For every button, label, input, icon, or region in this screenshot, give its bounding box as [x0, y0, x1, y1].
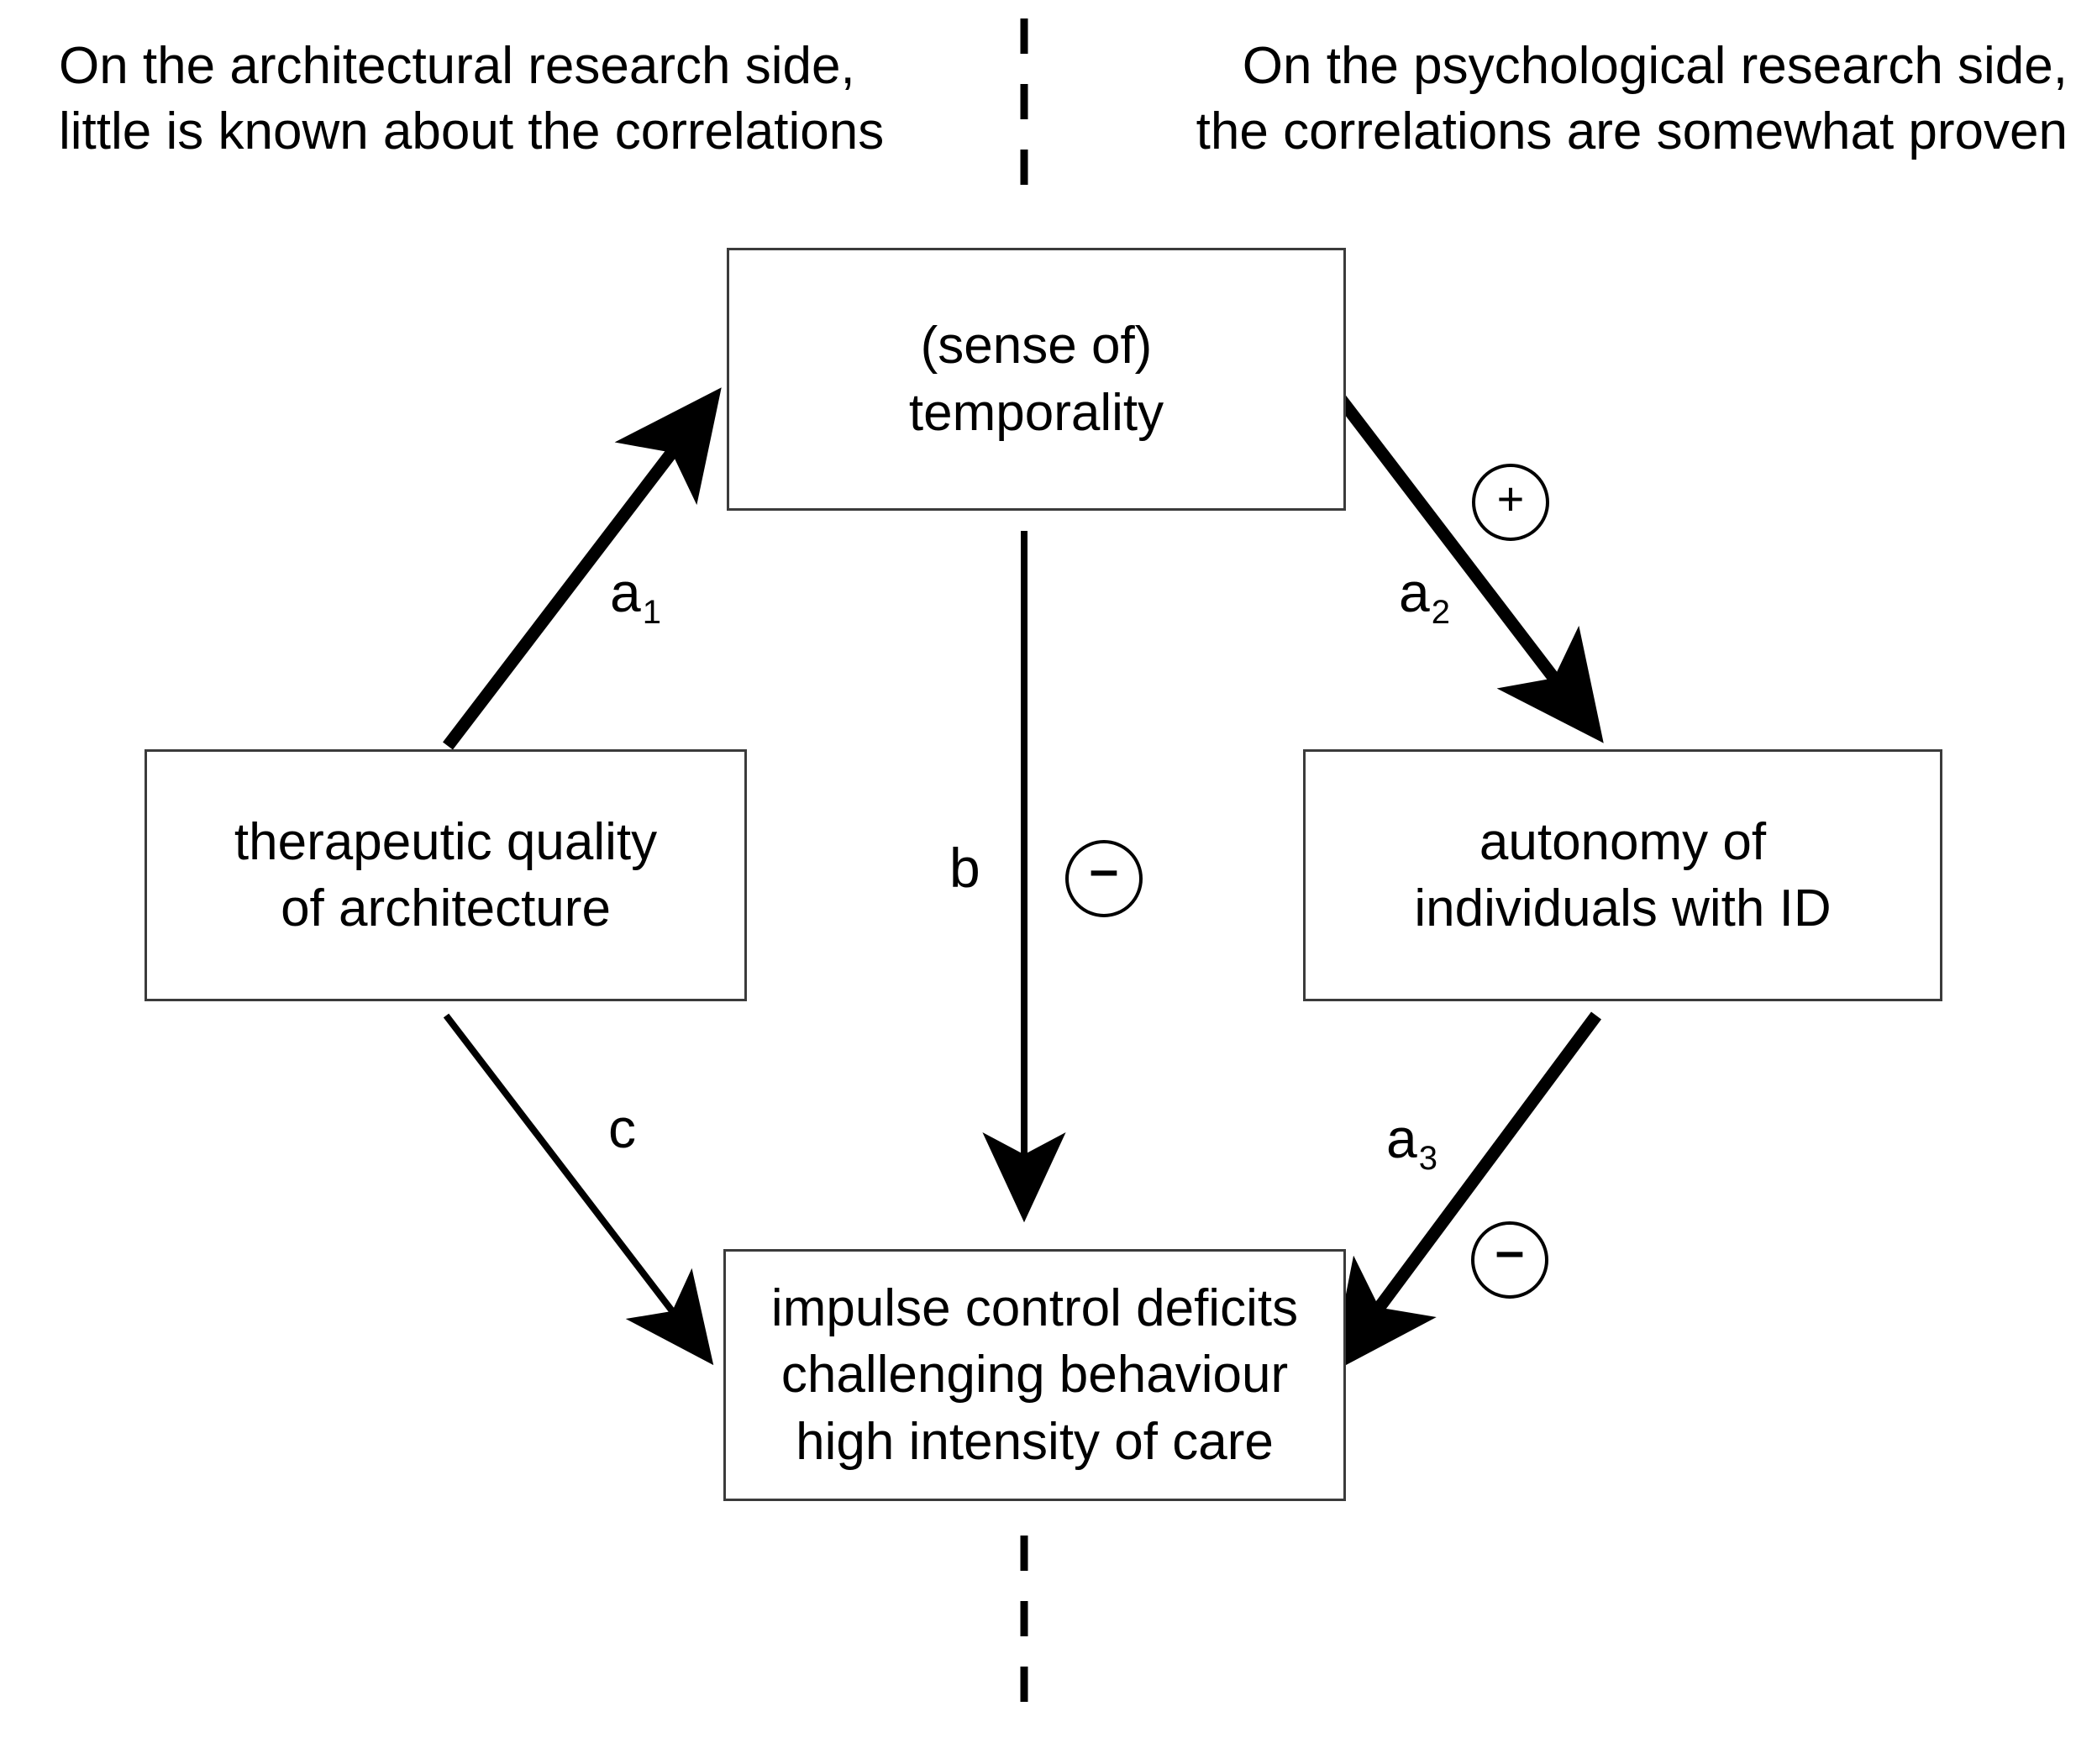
path-label-c-base: c: [608, 1097, 636, 1159]
path-label-a3-base: a: [1386, 1107, 1417, 1169]
path-arrow-a3: [1330, 1011, 1602, 1373]
path-label-a2-subscript: 2: [1431, 594, 1450, 631]
path-label-a1-subscript: 1: [642, 594, 661, 631]
path-arrow-a1: [443, 387, 722, 750]
path-label-a2: a2: [1399, 561, 1450, 629]
plus-icon: +: [1496, 472, 1525, 525]
path-label-a1: a1: [610, 561, 661, 629]
path-arrow-c: [443, 1013, 714, 1366]
path-label-b-base: b: [949, 837, 980, 899]
node-box-impulse-control-outcomes: impulse control deficits challenging beh…: [723, 1249, 1346, 1501]
path-label-a3: a3: [1386, 1107, 1437, 1175]
left-side-note: On the architectural research side, litt…: [59, 37, 885, 160]
path-label-a1-base: a: [610, 561, 641, 623]
path-label-a2-base: a: [1399, 561, 1430, 623]
node-box-temporality: (sense of) temporality: [727, 248, 1346, 511]
sign-badge-minus-b: –: [1065, 840, 1143, 917]
path-arrow-a2: [1322, 376, 1604, 743]
path-label-b: b: [949, 840, 980, 895]
path-label-a3-subscript: 3: [1418, 1140, 1437, 1177]
right-side-note: On the psychological research side, the …: [1196, 37, 2068, 160]
node-box-therapeutic-quality-of-architecture: therapeutic quality of architecture: [145, 749, 747, 1001]
minus-icon: –: [1089, 841, 1119, 899]
node-box-autonomy-of-individuals-with-id: autonomy of individuals with ID: [1303, 749, 1942, 1001]
path-label-c: c: [608, 1100, 636, 1156]
sign-badge-plus-a2: +: [1472, 464, 1549, 541]
minus-icon: –: [1495, 1222, 1525, 1280]
sign-badge-minus-a3: –: [1471, 1221, 1548, 1299]
